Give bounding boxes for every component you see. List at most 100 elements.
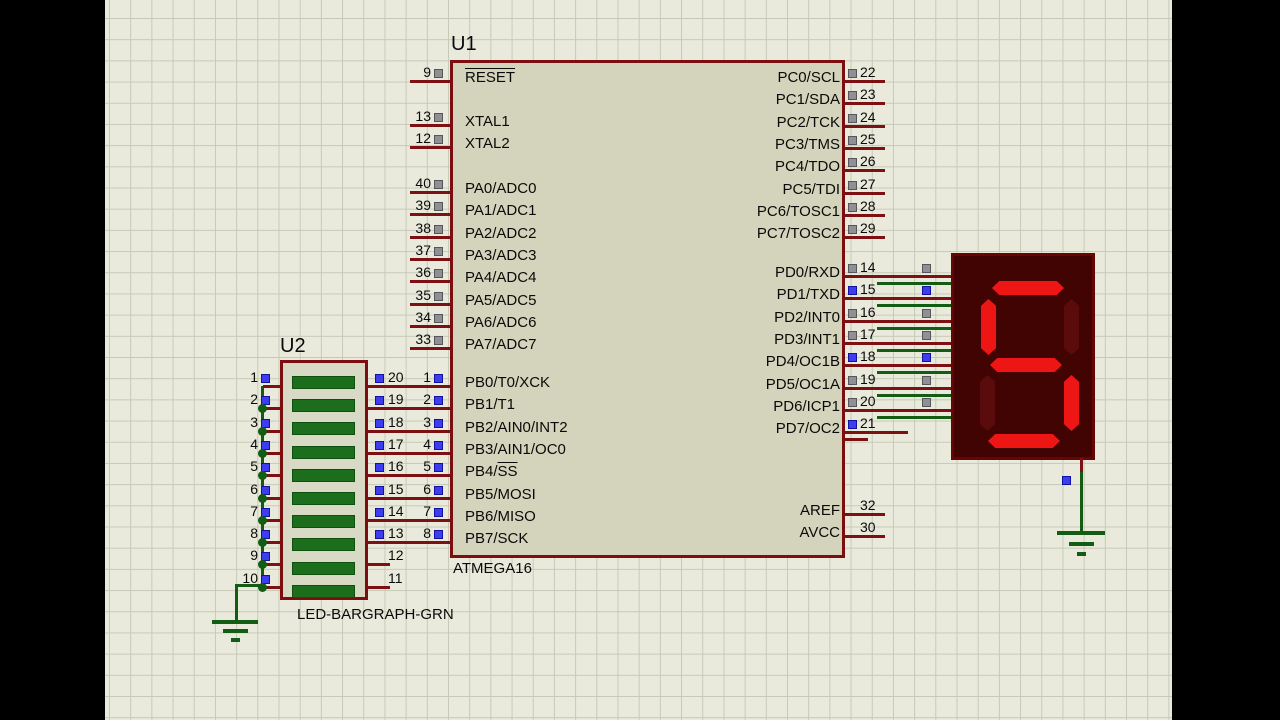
wire[interactable] [1080,472,1083,533]
logic-state-square[interactable] [375,374,384,383]
logic-state-square[interactable] [434,135,443,145]
pin-stub[interactable] [410,80,450,83]
pin-stub[interactable] [263,518,280,522]
logic-state-square[interactable] [261,485,270,495]
pin-stub[interactable] [1080,458,1083,472]
logic-state-square[interactable] [434,269,443,279]
logic-state-square[interactable] [848,180,857,190]
pin-stub[interactable] [845,535,885,539]
schematic-canvas[interactable]: U1 ATMEGA16 9 RESET 13 XTAL1 12 XTAL2 [105,0,1172,720]
led-bar[interactable] [292,538,355,552]
wire[interactable] [845,341,951,345]
logic-state-square[interactable] [434,507,443,517]
wire[interactable] [368,451,450,455]
wire[interactable] [877,304,951,308]
logic-state-square[interactable] [434,202,443,212]
pin-stub[interactable] [845,431,908,435]
wire[interactable] [368,496,450,500]
logic-state-square[interactable] [922,286,931,296]
pin-stub[interactable] [410,257,450,261]
logic-state-square[interactable] [848,225,857,235]
logic-state-square[interactable] [434,224,443,234]
pin-stub[interactable] [845,80,885,83]
pin-stub[interactable] [845,513,885,516]
logic-state-square[interactable] [848,264,857,273]
logic-state-square[interactable] [848,69,857,78]
logic-state-square[interactable] [375,463,384,473]
pin-stub[interactable] [263,496,280,500]
logic-state-square[interactable] [434,440,443,450]
wire[interactable] [845,386,951,390]
logic-state-square[interactable] [848,420,857,430]
wire[interactable] [877,393,951,397]
wire[interactable] [845,297,951,301]
pin-stub[interactable] [263,429,280,433]
led-bar[interactable] [292,468,355,482]
logic-state-square[interactable] [434,246,443,256]
led-bar[interactable] [292,561,355,575]
pin-stub[interactable] [845,169,885,173]
wire[interactable] [235,584,238,622]
logic-state-square[interactable] [434,463,443,473]
logic-state-square[interactable] [375,507,384,517]
pin-stub[interactable] [845,146,885,150]
logic-state-square[interactable] [434,291,443,301]
logic-state-square[interactable] [922,264,931,273]
logic-state-square[interactable] [434,530,443,540]
wire[interactable] [368,385,450,388]
logic-state-square[interactable] [848,135,857,145]
logic-state-square[interactable] [375,418,384,428]
wire[interactable] [845,319,951,323]
pin-stub[interactable] [845,236,885,240]
pin-stub[interactable] [368,563,390,567]
pin-stub[interactable] [263,474,280,478]
pin-stub[interactable] [263,585,280,589]
led-bar[interactable] [292,515,355,529]
pin-stub[interactable] [410,324,450,328]
logic-state-square[interactable] [848,202,857,212]
logic-state-square[interactable] [434,336,443,346]
pin-stub[interactable] [263,407,280,411]
logic-state-square[interactable] [848,113,857,123]
seven-segment-display[interactable] [951,253,1095,460]
led-bar[interactable] [292,422,355,436]
led-bar[interactable] [292,399,355,413]
wire[interactable] [368,474,450,478]
logic-state-square[interactable] [434,396,443,406]
logic-state-square[interactable] [375,530,384,540]
logic-state-square[interactable] [261,418,270,428]
logic-state-square[interactable] [375,485,384,495]
logic-state-square[interactable] [434,485,443,495]
logic-state-square[interactable] [922,353,931,363]
pin-stub[interactable] [410,124,450,127]
logic-state-square[interactable] [375,440,384,450]
wire[interactable] [368,407,450,411]
wire[interactable] [368,429,450,433]
wire[interactable] [877,282,951,285]
logic-state-square[interactable] [1062,476,1071,485]
pin-stub[interactable] [410,191,450,194]
wire[interactable] [368,518,450,522]
logic-state-square[interactable] [848,91,857,101]
wire[interactable] [845,364,951,368]
logic-state-square[interactable] [375,396,384,406]
pin-stub[interactable] [845,213,885,217]
logic-state-square[interactable] [434,180,443,189]
led-bar[interactable] [292,376,355,389]
pin-stub[interactable] [845,191,885,195]
pin-stub[interactable] [410,235,450,239]
pin-stub[interactable] [410,302,450,306]
logic-state-square[interactable] [848,353,857,363]
logic-state-square[interactable] [261,374,270,383]
pin-stub[interactable] [410,280,450,284]
logic-state-square[interactable] [848,158,857,168]
wire[interactable] [235,584,264,587]
logic-state-square[interactable] [922,330,931,340]
wire[interactable] [877,371,951,375]
pin-stub[interactable] [263,385,280,388]
pin-stub[interactable] [410,146,450,150]
pin-stub[interactable] [263,563,280,567]
logic-state-square[interactable] [434,374,443,383]
wire[interactable] [877,326,951,330]
led-bar[interactable] [292,584,355,598]
